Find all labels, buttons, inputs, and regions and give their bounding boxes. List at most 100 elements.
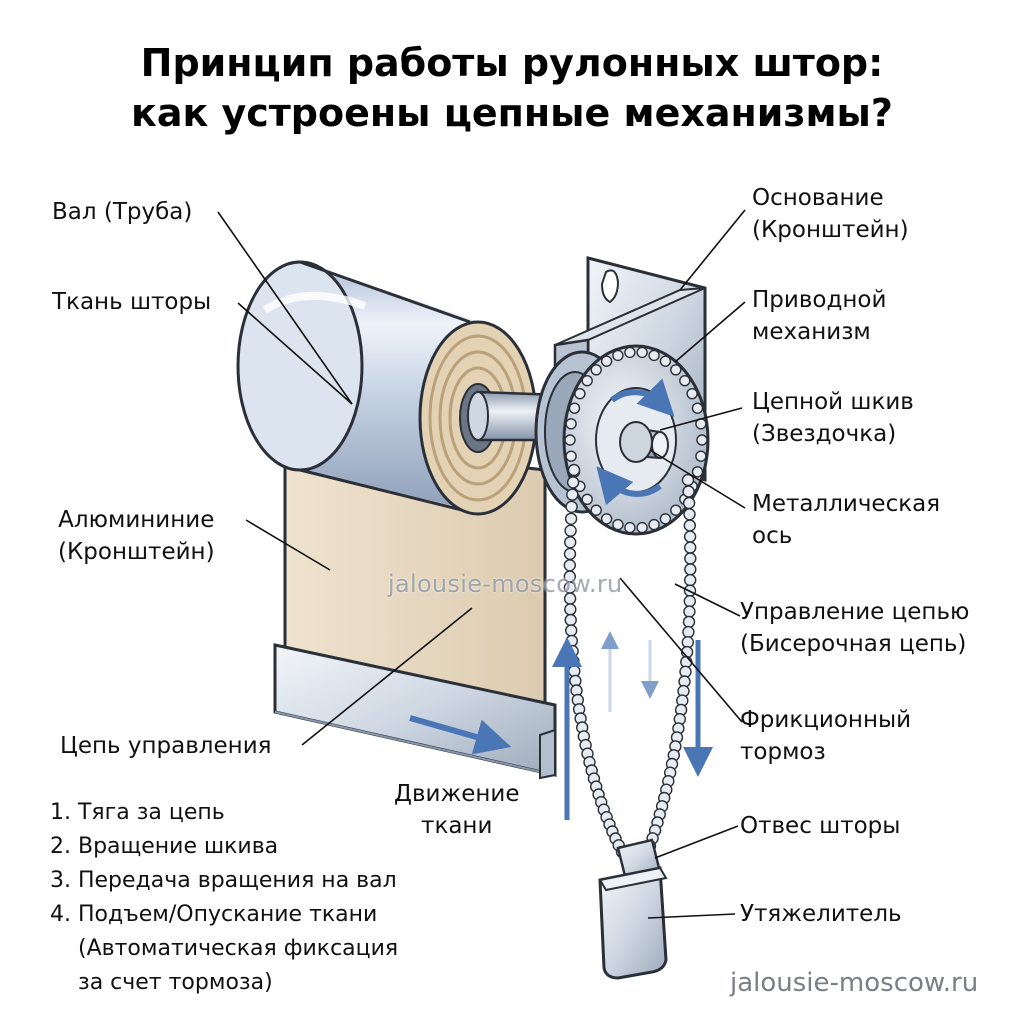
label-fabric-motion-line2: ткани — [421, 813, 493, 839]
label-axle: Металлическая ось — [752, 488, 940, 552]
label-fabric-motion: Движение ткани — [394, 778, 519, 842]
chain-bead — [574, 388, 586, 400]
rotation-arrow-icon — [610, 378, 675, 417]
page-title: Принцип работы рулонных штор: как устрое… — [0, 38, 1024, 138]
label-base-line2: (Кронштейн) — [752, 217, 909, 243]
chain-bead — [564, 524, 577, 537]
chain-bead — [648, 518, 660, 531]
chain-bead — [648, 349, 660, 362]
step-item: 1. Тяга за цепь — [50, 800, 225, 825]
chain-bead — [590, 364, 602, 376]
label-pulley: Цепной шкив (Звездочка) — [752, 386, 914, 450]
label-chain-mgmt-line1: Управление цепью — [740, 599, 970, 625]
label-brake-line2: тормоз — [740, 739, 826, 765]
step-note-line1: (Автоматическая фиксация — [78, 936, 399, 961]
chain-bead — [686, 388, 698, 400]
label-chain-mgmt: Управление цепью (Бисерочная цепь) — [740, 596, 969, 660]
chain-bead — [683, 508, 696, 521]
label-weight: Утяжелитель — [740, 901, 902, 927]
chain-bead — [659, 513, 672, 525]
leader-pulley — [659, 407, 743, 431]
label-base: Основание (Кронштейн) — [752, 182, 909, 246]
chain-bead — [683, 519, 696, 532]
leader-axle — [649, 449, 746, 509]
label-axle-line1: Металлическая — [752, 491, 941, 517]
label-shaft: Вал (Труба) — [52, 199, 193, 225]
right-arrow-icon — [409, 715, 512, 755]
roller-tube — [236, 260, 480, 514]
rotation-arrow-icon — [596, 466, 662, 506]
chain-bead — [636, 346, 648, 359]
chain-bead — [568, 402, 581, 414]
chain-bead — [563, 547, 577, 561]
leader-weight — [647, 913, 736, 919]
leader-base — [679, 209, 746, 291]
chain-bead — [564, 603, 577, 616]
chain-bead — [566, 476, 580, 489]
bead-chain-right — [643, 473, 697, 853]
chain-bead — [684, 563, 697, 576]
chain-bead — [659, 355, 672, 367]
chain-bead — [696, 434, 708, 446]
label-brake: Фрикционный тормоз — [740, 704, 911, 768]
chain-bead — [564, 434, 576, 446]
chain-bead — [600, 513, 613, 525]
watermark-center: jalousie-moscow.ru — [388, 570, 623, 598]
label-fabric: Ткань шторы — [52, 289, 212, 315]
step-item: 3. Передача вращения на вал — [50, 868, 397, 893]
chain-bead — [670, 364, 682, 376]
label-aluminum: Алюмининие (Кронштейн) — [58, 504, 215, 568]
label-chain-control: Цепь управления — [60, 733, 272, 759]
step-item: 4. Подъем/Опускание ткани — [50, 902, 378, 927]
label-drive-line1: Приводной — [752, 287, 887, 313]
label-chain-mgmt-line2: (Бисерочная цепь) — [740, 631, 967, 657]
title-line-2: как устроены цепные механизмы? — [131, 91, 893, 135]
watermark-bottom: jalousie-moscow.ru — [730, 968, 979, 998]
chain-bead — [581, 493, 593, 505]
chain-bead — [581, 375, 593, 387]
chain-bead — [691, 402, 704, 414]
label-drive: Приводной механизм — [752, 284, 886, 348]
leader-aluminum — [245, 519, 331, 571]
chain-bead — [684, 573, 697, 587]
chain-bead — [612, 349, 624, 362]
chain-bead — [670, 504, 682, 516]
chain-bead — [691, 466, 704, 478]
title-line-1: Принцип работы рулонных штор: — [140, 41, 884, 85]
chain-bead — [612, 518, 624, 531]
chain-bead — [590, 504, 602, 516]
chain-bead — [684, 552, 697, 565]
label-base-line1: Основание — [752, 185, 884, 211]
label-aluminum-line1: Алюмининие — [58, 507, 215, 533]
label-pulley-line1: Цепной шкив — [752, 389, 914, 415]
chain-bead — [683, 605, 696, 618]
label-aluminum-line2: (Кронштейн) — [58, 539, 215, 565]
chain-bead — [565, 418, 577, 430]
chain-bead — [564, 536, 577, 549]
leader-chain-control — [301, 607, 473, 746]
chain-bead — [565, 450, 577, 462]
label-pulley-line2: (Звездочка) — [752, 421, 897, 447]
chain-bead — [682, 615, 696, 629]
chain-bead — [682, 625, 695, 639]
chain-bead — [682, 485, 695, 498]
chain-bead — [682, 496, 696, 510]
chain-bead — [679, 375, 691, 387]
chain-bead — [683, 530, 697, 543]
chain-bead — [695, 450, 707, 462]
label-drive-line2: механизм — [752, 319, 871, 345]
leader-plumb — [654, 825, 739, 859]
chain-bead — [564, 613, 577, 627]
steps-list: 1. Тяга за цепь 2. Вращение шкива 3. Пер… — [50, 796, 398, 1000]
label-plumb: Отвес шторы — [740, 813, 901, 839]
leader-lines — [217, 209, 746, 919]
chain-bead — [565, 624, 578, 637]
chain-bead — [566, 488, 579, 501]
label-axle-line2: ось — [752, 523, 793, 549]
chain-bead — [565, 500, 578, 513]
chain-bead — [636, 521, 648, 534]
chain-bead — [624, 346, 636, 359]
leader-shaft — [217, 211, 353, 405]
